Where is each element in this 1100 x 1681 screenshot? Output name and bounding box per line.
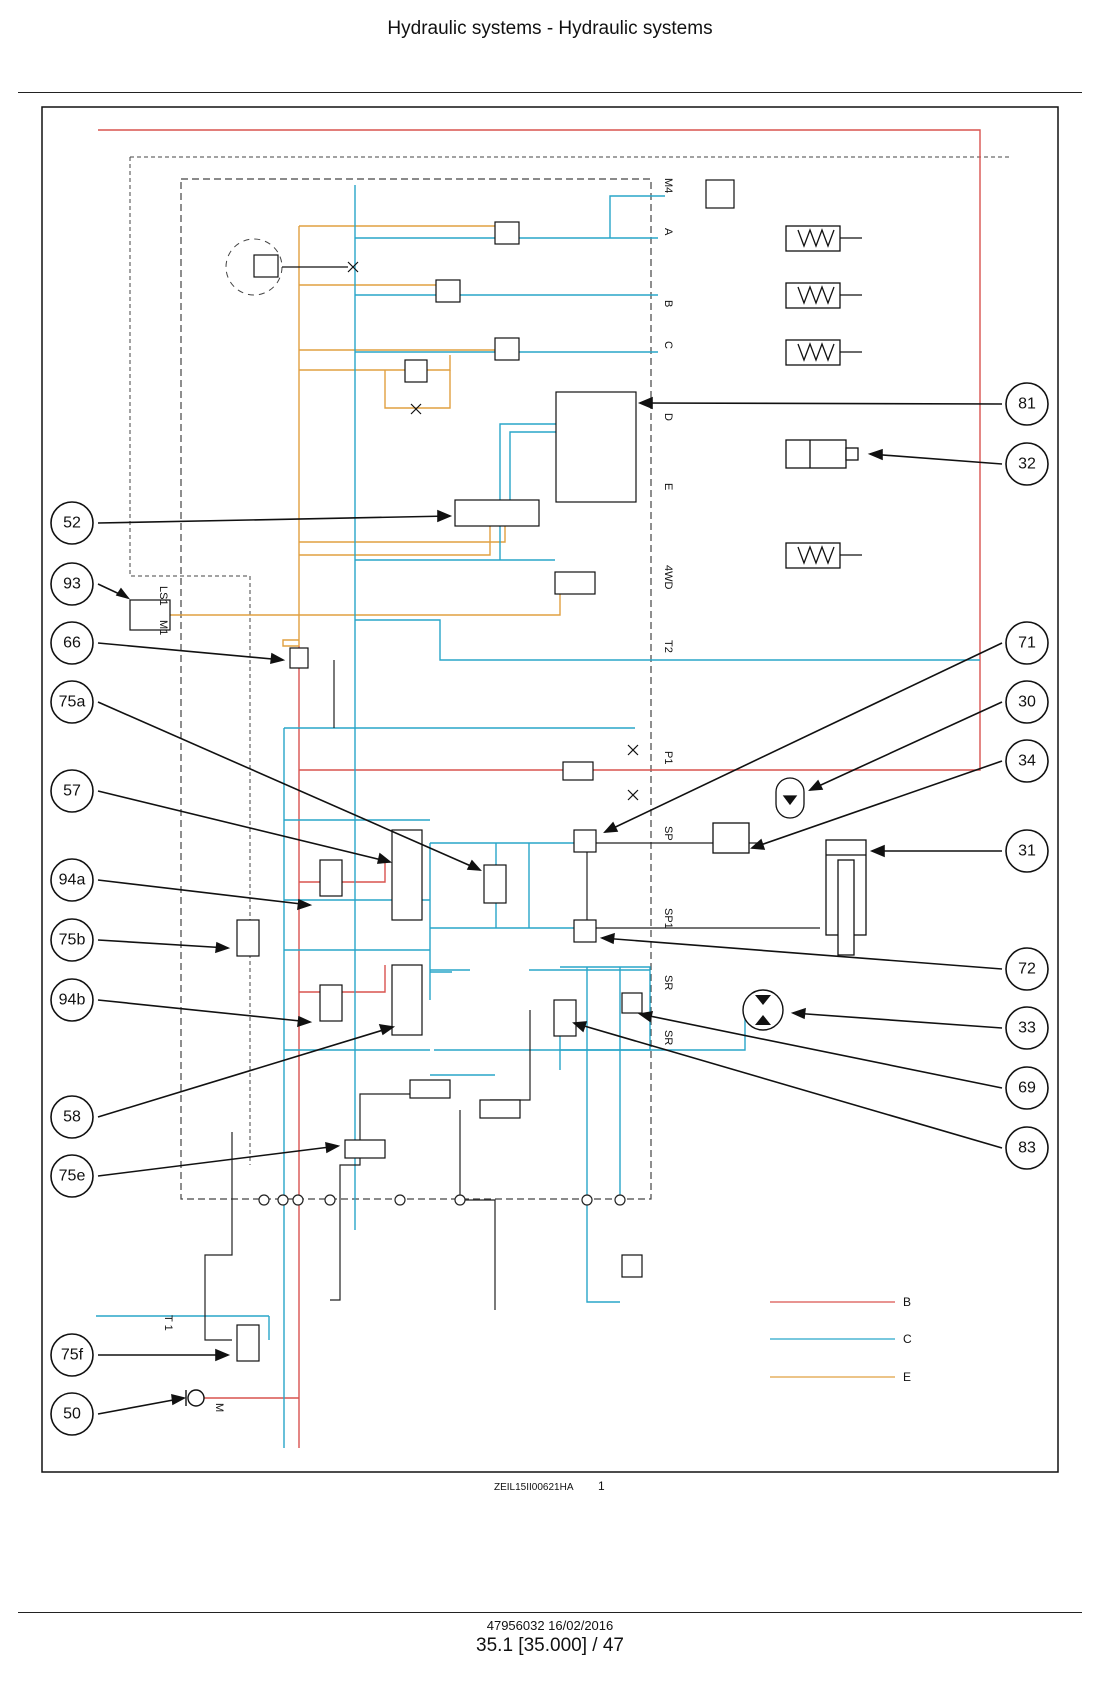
callout-81-label: 81: [1018, 396, 1036, 413]
port-d: D: [662, 413, 674, 421]
port-c: C: [662, 341, 674, 349]
legend: B C E: [770, 1295, 912, 1384]
callout-94a-label: 94a: [59, 872, 86, 889]
legend-label-e: E: [903, 1370, 911, 1384]
callout-32-label: 32: [1018, 456, 1036, 473]
callout-72: 72: [1005, 947, 1049, 991]
callout-32: 32: [1005, 442, 1049, 486]
port-a: A: [662, 228, 674, 236]
port-labels: M4 A B C D E 4WD T2 P1 SP SP1 SR SR LS1 …: [157, 178, 674, 1412]
check-restrictor-34: [712, 822, 750, 854]
callout-75f-label: 75f: [61, 1347, 84, 1364]
callout-75b: 75b: [50, 918, 94, 962]
port-4wd: 4WD: [662, 565, 674, 590]
callout-30: 30: [1005, 680, 1049, 724]
diagram-frame: [41, 106, 1059, 1473]
port-m4: M4: [662, 178, 674, 193]
callout-72-label: 72: [1018, 961, 1036, 978]
pilot-lines: [204, 660, 820, 1341]
callout-50: 50: [50, 1392, 94, 1436]
circuit-b: [98, 129, 981, 1448]
callout-57-label: 57: [63, 783, 81, 800]
callout-66-label: 66: [63, 635, 81, 652]
callout-33-label: 33: [1018, 1020, 1036, 1037]
callout-94a: 94a: [50, 858, 94, 902]
callout-75a-label: 75a: [59, 694, 86, 711]
cylinder-31: [825, 839, 867, 956]
callout-34: 34: [1005, 739, 1049, 783]
callout-52-label: 52: [63, 515, 81, 532]
callout-75f: 75f: [50, 1333, 94, 1377]
callout-75a: 75a: [50, 680, 94, 724]
port-ls1: LS1: [157, 586, 169, 606]
cylinder-32: [785, 439, 859, 469]
pressure-switch-m4: [705, 179, 735, 209]
callout-71: 71: [1005, 621, 1049, 665]
callout-50-label: 50: [63, 1406, 81, 1423]
callout-93: 93: [50, 562, 94, 606]
image-reference: ZEIL15II00621HA: [494, 1482, 574, 1493]
circuit-e: [170, 225, 561, 647]
callout-52: 52: [50, 501, 94, 545]
callout-81: 81: [1005, 382, 1049, 426]
port-sp1: SP1: [662, 908, 674, 929]
callout-31-label: 31: [1018, 843, 1036, 860]
port-e: E: [662, 483, 674, 490]
callout-75b-label: 75b: [59, 932, 86, 949]
spring-cylinders: [785, 225, 862, 569]
callout-leaders: [97, 396, 1003, 1415]
callout-71-label: 71: [1018, 635, 1036, 652]
port-t2: T2: [662, 640, 674, 653]
callout-31: 31: [1005, 829, 1049, 873]
callout-94b: 94b: [50, 978, 94, 1022]
port-sr: SR: [662, 975, 674, 990]
pilot-line-outer: [129, 156, 1010, 1165]
callout-83: 83: [1005, 1126, 1049, 1170]
callout-66: 66: [50, 621, 94, 665]
page-number: 35.1 [35.000] / 47: [476, 1635, 624, 1656]
callout-57: 57: [50, 769, 94, 813]
callout-75e-label: 75e: [59, 1168, 86, 1185]
callout-34-label: 34: [1018, 753, 1036, 770]
hydraulic-motor-33: [742, 989, 784, 1031]
valve-block-boundary: [180, 178, 652, 1200]
legend-label-b: B: [903, 1295, 911, 1309]
callout-33: 33: [1005, 1006, 1049, 1050]
callout-83-label: 83: [1018, 1140, 1036, 1157]
circuit-c: [96, 185, 980, 1448]
callout-93-label: 93: [63, 576, 81, 593]
port-p1: P1: [662, 751, 674, 764]
page-title: Hydraulic systems - Hydraulic systems: [387, 18, 713, 39]
port-t1: T 1: [162, 1315, 174, 1331]
header-rule: [18, 92, 1082, 93]
callout-75e: 75e: [50, 1154, 94, 1198]
document-date: 47956032 16/02/2016: [486, 1618, 614, 1633]
callout-30-label: 30: [1018, 694, 1036, 711]
callout-58-label: 58: [63, 1109, 81, 1126]
callout-69: 69: [1005, 1066, 1049, 1110]
figure-number: 1: [598, 1479, 605, 1493]
legend-label-c: C: [903, 1332, 912, 1346]
port-sp: SP: [662, 826, 674, 841]
port-m: M: [213, 1403, 225, 1412]
callout-69-label: 69: [1018, 1080, 1036, 1097]
pressure-switch-93: [129, 599, 171, 631]
pump-50: [185, 1389, 205, 1407]
callout-94b-label: 94b: [59, 992, 86, 1009]
restrictor-crosses: [347, 261, 639, 801]
bulkhead-connectors: [258, 1194, 626, 1206]
port-b: B: [662, 300, 674, 307]
accumulator-71: [775, 777, 805, 819]
port-sr-2: SR: [662, 1030, 674, 1045]
valve-elements: [236, 221, 643, 1362]
callout-58: 58: [50, 1095, 94, 1139]
footer-rule: [18, 1612, 1082, 1613]
port-m1: M1: [157, 620, 169, 635]
